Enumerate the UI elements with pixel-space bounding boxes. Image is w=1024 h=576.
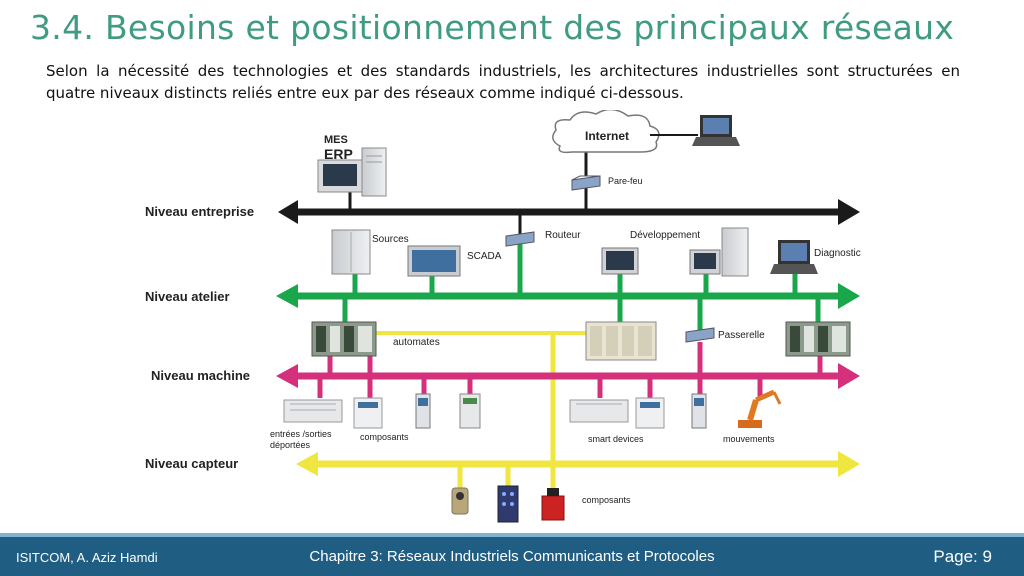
diagnostic-laptop-icon <box>770 240 818 274</box>
bus-capteur <box>296 451 860 477</box>
level-label-entreprise: Niveau entreprise <box>145 204 254 219</box>
footer-chapter: Chapitre 3: Réseaux Industriels Communic… <box>309 548 715 565</box>
level-label-atelier: Niveau atelier <box>145 289 230 304</box>
smart-devices-label: smart devices <box>588 434 644 444</box>
router-icon <box>505 231 535 247</box>
developpement-label: Développement <box>630 230 700 241</box>
slide-title: 3.4. Besoins et positionnement des princ… <box>30 8 955 47</box>
slide-footer: ISITCOM, A. Aziz Hamdi Chapitre 3: Résea… <box>0 533 1024 576</box>
plc-icon-left <box>311 321 377 357</box>
plc-icon-right <box>785 321 851 357</box>
proximity-sensor-icon <box>451 487 469 515</box>
development-workstation-icon <box>601 227 749 277</box>
passerelle-label: Passerelle <box>718 330 765 341</box>
connectors <box>317 148 823 492</box>
footer-author: ISITCOM, A. Aziz Hamdi <box>16 550 158 565</box>
scada-label: SCADA <box>467 251 502 262</box>
laptop-icon <box>692 115 740 146</box>
emergency-stop-icon <box>541 488 565 521</box>
bus-entreprise <box>278 199 860 225</box>
mes-label: MES <box>324 134 348 146</box>
internet-cloud-icon <box>552 110 660 154</box>
network-levels-diagram: Niveau entreprise Niveau atelier Niveau … <box>145 110 861 523</box>
component-starter-icon <box>459 393 481 429</box>
bus-machine <box>276 363 860 389</box>
component-module-icon <box>415 393 431 429</box>
es-label-line2: déportées <box>270 440 311 450</box>
parefeu-label: Pare-feu <box>608 176 643 186</box>
footer-page: Page: 9 <box>933 547 992 567</box>
level-label-machine: Niveau machine <box>151 368 250 383</box>
automates-label: automates <box>393 337 440 348</box>
robot-arm-icon <box>738 389 782 428</box>
remote-io-icon <box>283 399 343 423</box>
diagnostic-label: Diagnostic <box>814 248 861 259</box>
page-number: 9 <box>982 547 992 566</box>
bus-atelier <box>276 283 860 309</box>
plc-icon-center <box>585 321 657 361</box>
scada-monitor-icon <box>407 245 461 277</box>
es-label-line1: entrées /sorties <box>270 429 332 439</box>
composants-capteur-label: composants <box>582 495 631 505</box>
erp-label: ERP <box>324 146 353 162</box>
firewall-icon <box>571 175 601 191</box>
page-label: Page: <box>933 547 978 566</box>
routeur-label: Routeur <box>545 230 581 241</box>
composants-machine-label: composants <box>360 432 409 442</box>
component-drive-icon <box>353 397 383 429</box>
sources-label: Sources <box>372 234 409 245</box>
smart-device-io-icon <box>569 399 629 423</box>
slide-intro: Selon la nécessité des technologies et d… <box>46 62 960 102</box>
smart-device-drive-icon <box>635 397 665 429</box>
gateway-icon <box>685 327 715 343</box>
smart-device-module-icon <box>691 393 707 429</box>
internet-label: Internet <box>585 129 629 143</box>
mes-erp-server-icon <box>317 147 387 197</box>
connector-block-icon <box>497 485 519 523</box>
sources-cabinet-icon <box>331 229 371 275</box>
mouvements-label: mouvements <box>723 434 775 444</box>
level-label-capteur: Niveau capteur <box>145 456 238 471</box>
